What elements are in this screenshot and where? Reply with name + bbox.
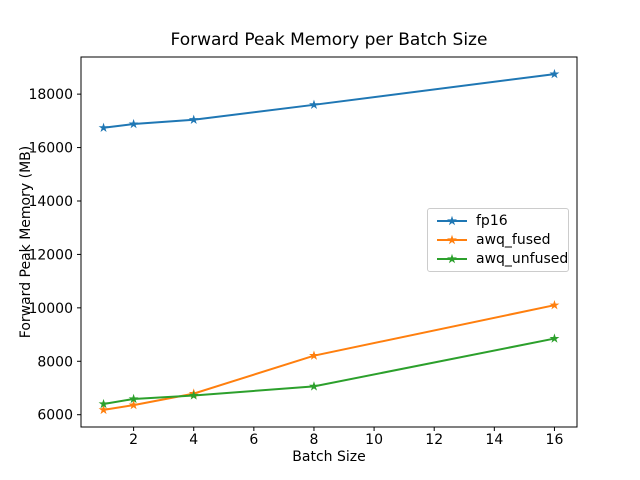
marker-fp16 [309,99,319,110]
x-tick-label: 2 [129,432,138,448]
marker-awq_fused [98,404,109,415]
legend-item-fp16: fp16 [436,212,560,231]
x-tick-label: 10 [365,432,383,448]
legend-line-star-icon [437,216,467,226]
plot-border [80,56,578,428]
legend-item-label: fp16 [476,213,508,230]
marker-awq_unfused [188,390,199,400]
marker-awq_unfused [98,398,109,409]
series-line-awq_fused [102,304,556,411]
chart-title: Forward Peak Memory per Batch Size [171,30,488,50]
series-line-fp16 [102,73,556,129]
x-tick-label: 14 [485,432,503,448]
marker-fp16 [549,68,560,79]
x-tick-label: 6 [249,432,258,448]
y-tick-label: 6000 [37,408,73,424]
marker-fp16 [128,118,139,129]
x-tick-label: 16 [546,432,564,448]
legend-item-label: awq_unfused [476,250,569,267]
legend-line-star-icon [437,234,467,245]
marker-fp16 [188,114,199,124]
y-tick-label: 18000 [28,87,73,103]
marker-awq_unfused [128,393,139,404]
legend: fp16 awq_fused awq_unfused [427,208,569,272]
x-tick-label: 8 [310,432,319,448]
series-line-awq_unfused [102,337,556,406]
x-axis-label: Batch Size [292,449,365,465]
marker-fp16 [98,122,109,132]
legend-line-star-icon [437,253,467,263]
marker-awq_fused [549,299,560,310]
x-tick-label: 12 [425,432,443,448]
y-axis-label: Forward Peak Memory (MB) [18,146,34,338]
y-tick-label: 8000 [37,354,73,370]
legend-item-awq_fused: awq_fused [436,231,560,250]
y-tick-label: 14000 [28,194,73,210]
marker-awq_fused [309,350,319,360]
plot-area: 2 4 6 8 10 12 14 16 6000 8000 10000 12000 14000 16000… [28,56,578,448]
legend-item-label: awq_fused [476,232,551,248]
marker-awq_unfused [549,333,560,343]
x-tick-label: 4 [189,432,198,448]
legend-item-awq_unfused: awq_unfused [436,249,568,268]
y-tick-label: 12000 [28,247,73,263]
marker-awq_fused [128,399,139,410]
y-tick-label: 10000 [28,301,73,317]
marker-awq_unfused [309,381,319,391]
y-tick-label: 16000 [28,141,73,157]
